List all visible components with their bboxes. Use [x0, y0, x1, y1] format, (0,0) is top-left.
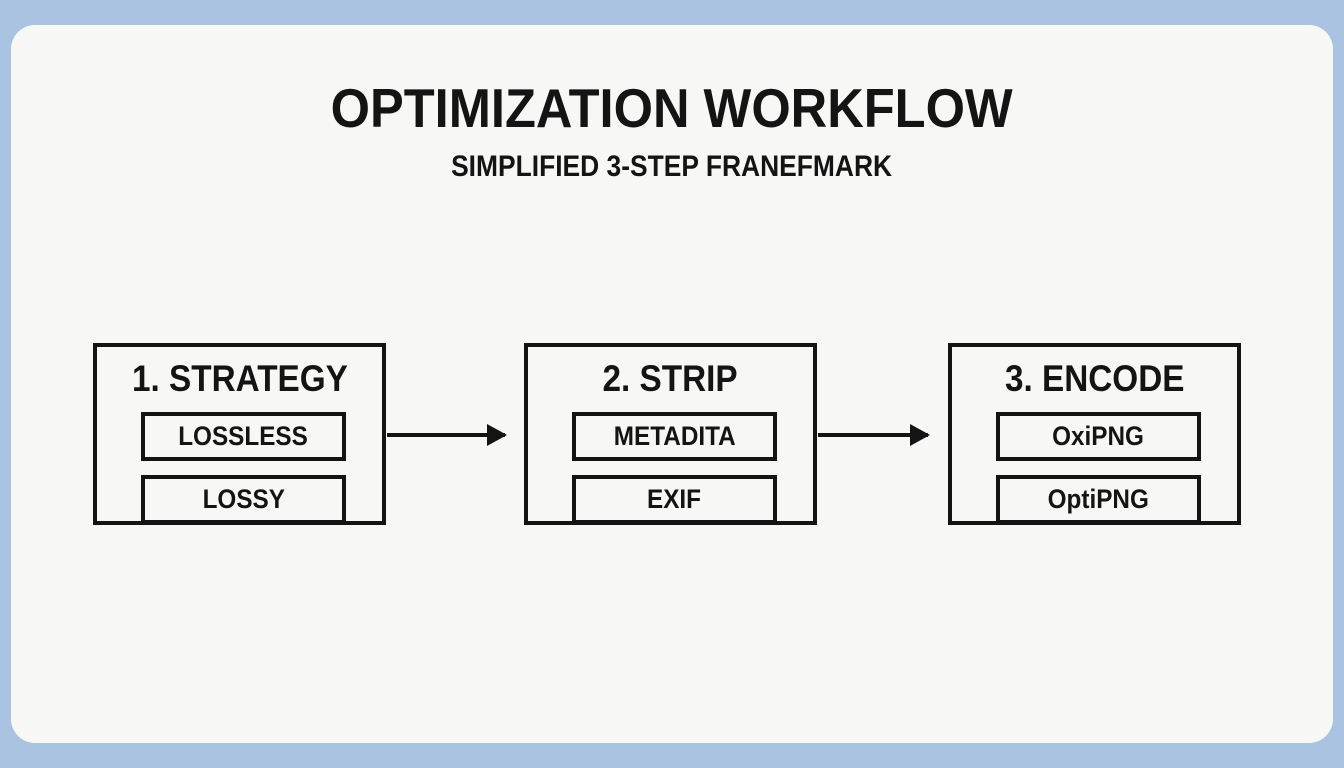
- page-subtitle-text: SIMPLIFIED 3-STEP FRANEFMARK: [451, 150, 893, 183]
- sub-box-exif: EXIF: [572, 475, 777, 524]
- step-box-strip: 2. STRIP METADITA EXIF: [524, 343, 817, 525]
- sub-box-metadita: METADITA: [572, 412, 777, 461]
- sub-box-label: EXIF: [647, 484, 702, 514]
- arrow-strategy-to-strip: [387, 424, 507, 446]
- sub-box-label: OptiPNG: [1047, 484, 1150, 514]
- step-label-text: 3. ENCODE: [1004, 358, 1185, 399]
- page-title-text: OPTIMIZATION WORKFLOW: [330, 77, 1014, 139]
- arrow-strip-to-encode: [818, 424, 930, 446]
- sub-box-label: OxiPNG: [1052, 421, 1145, 451]
- step-label: 1. STRATEGY: [97, 353, 382, 405]
- page-subtitle: SIMPLIFIED 3-STEP FRANEFMARK: [0, 150, 1344, 184]
- step-box-encode: 3. ENCODE OxiPNG OptiPNG: [948, 343, 1241, 525]
- page-title: OPTIMIZATION WORKFLOW: [0, 76, 1344, 140]
- sub-box-oxipng: OxiPNG: [996, 412, 1201, 461]
- sub-box-optipng: OptiPNG: [996, 475, 1201, 524]
- step-label: 2. STRIP: [528, 353, 813, 405]
- sub-box-lossless: LOSSLESS: [141, 412, 346, 461]
- arrowhead-icon: [487, 424, 507, 446]
- step-label-text: 1. STRATEGY: [131, 358, 348, 399]
- step-label-text: 2. STRIP: [602, 358, 739, 399]
- arrowhead-icon: [910, 424, 930, 446]
- sub-box-label: LOSSLESS: [178, 421, 309, 451]
- step-label: 3. ENCODE: [952, 353, 1237, 405]
- step-box-strategy: 1. STRATEGY LOSSLESS LOSSY: [93, 343, 386, 525]
- sub-box-lossy: LOSSY: [141, 475, 346, 524]
- sub-box-label: METADITA: [613, 421, 736, 451]
- sub-box-label: LOSSY: [202, 484, 285, 514]
